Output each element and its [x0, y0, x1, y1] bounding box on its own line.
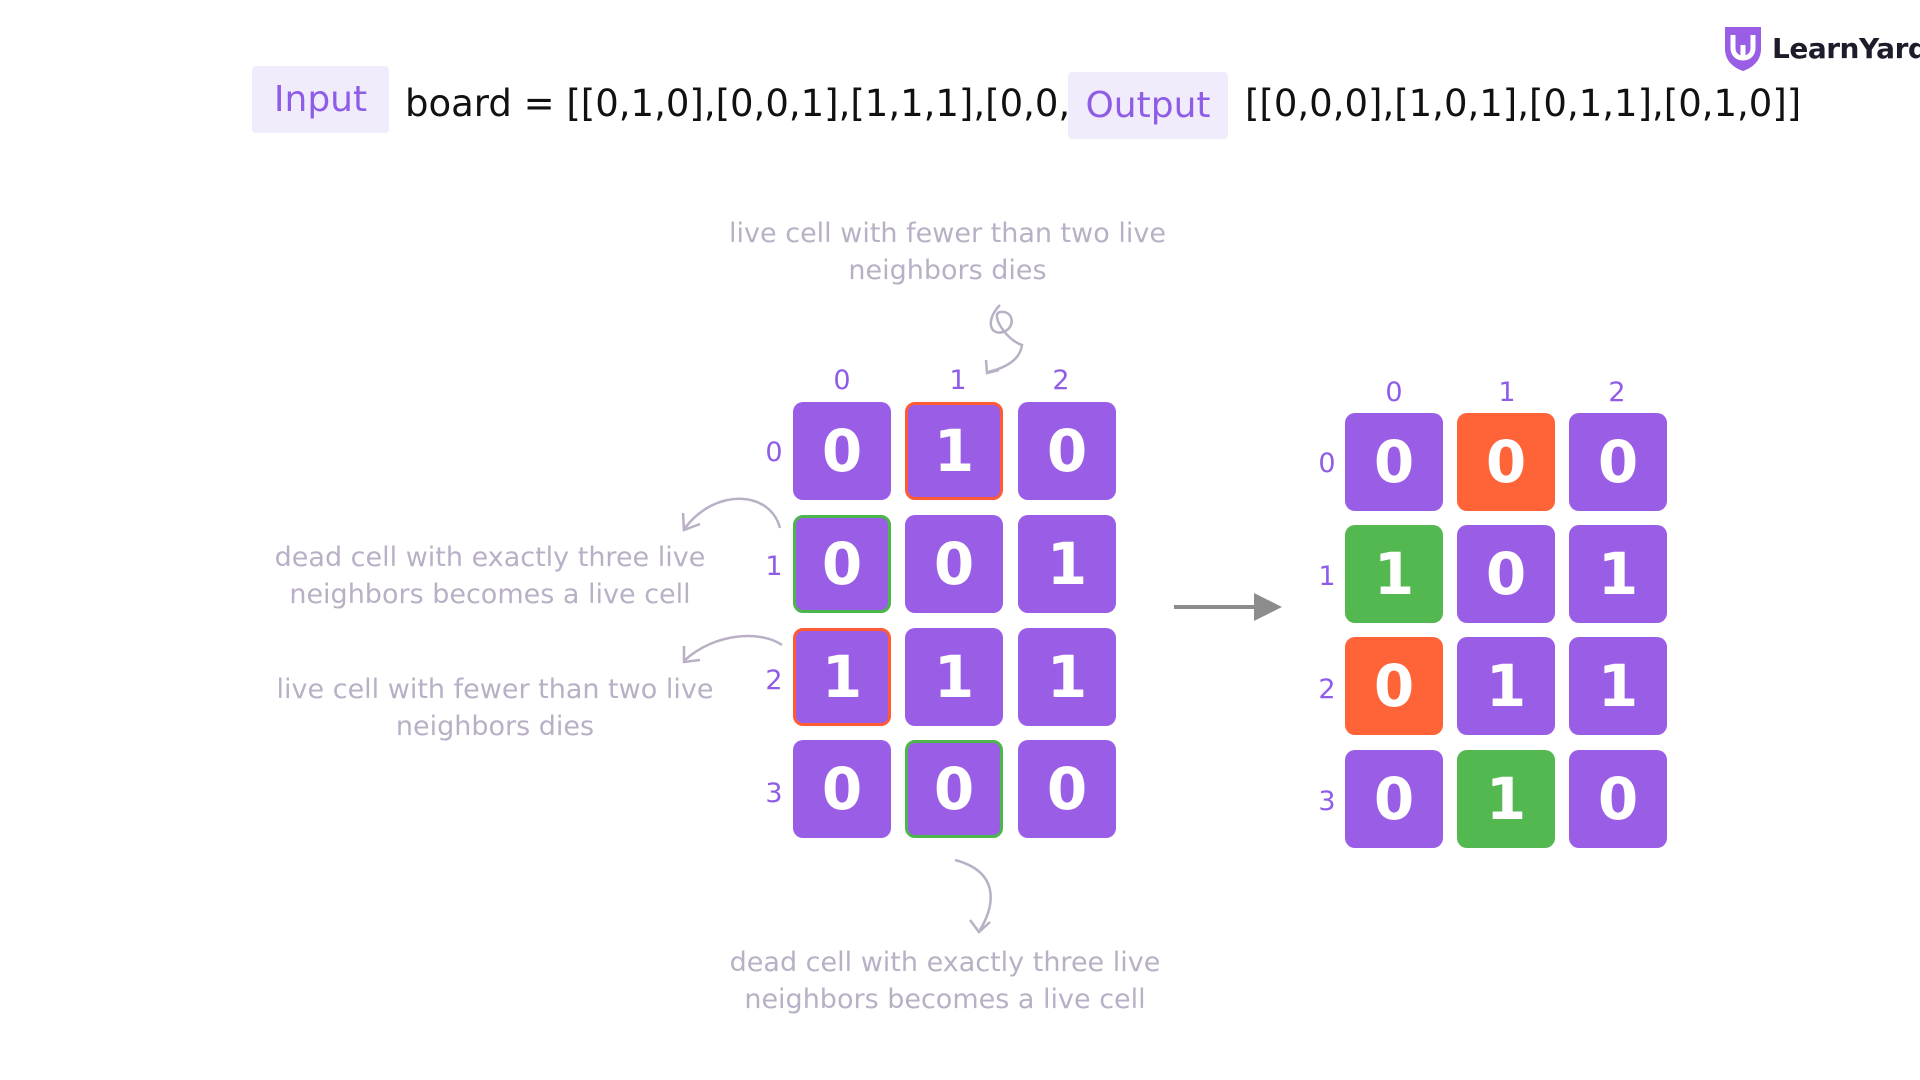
cell: 0 — [1457, 525, 1555, 623]
row-label: 1 — [765, 551, 783, 582]
note-bottom-line-2: neighbors becomes a live cell — [744, 984, 1146, 1015]
cell: 0 — [793, 402, 891, 500]
top-note-arrowhead — [984, 359, 1000, 375]
note-left-1-line-2: neighbors becomes a live cell — [289, 579, 691, 610]
left-note-1-arrow — [684, 497, 782, 529]
row-label: 0 — [765, 437, 783, 468]
col-label: 0 — [1385, 377, 1403, 408]
note-top: live cell with fewer than two live neigh… — [700, 215, 1195, 289]
note-bottom: dead cell with exactly three live neighb… — [700, 944, 1190, 1018]
cell: 0 — [905, 515, 1003, 613]
learnyard-logo: LearnYard — [1722, 20, 1920, 76]
cell-born: 1 — [1457, 750, 1555, 848]
bottom-note-arrowhead — [969, 919, 991, 934]
col-label: 1 — [1498, 377, 1516, 408]
row-label: 2 — [1318, 674, 1336, 705]
col-label: 1 — [949, 365, 967, 396]
cell-dies: 1 — [905, 402, 1003, 500]
cell: 0 — [793, 740, 891, 838]
left-note-2-arrow — [684, 634, 783, 661]
bottom-note-arrow — [954, 858, 992, 931]
cell-born: 0 — [905, 740, 1003, 838]
cell-born: 1 — [1345, 525, 1443, 623]
row-label: 1 — [1318, 561, 1336, 592]
cell: 0 — [1018, 402, 1116, 500]
cell: 1 — [1457, 637, 1555, 735]
cell-died: 0 — [1457, 413, 1555, 511]
cell: 0 — [1345, 750, 1443, 848]
note-bottom-line-1: dead cell with exactly three live — [729, 947, 1161, 978]
note-top-line-1: live cell with fewer than two live — [729, 218, 1166, 249]
left-note-1-arrowhead — [681, 512, 701, 532]
input-code: board = [[0,1,0],[0,0,1],[1,1,1],[0,0,0]… — [405, 82, 1123, 125]
col-label: 2 — [1608, 377, 1626, 408]
cell: 1 — [1569, 637, 1667, 735]
output-code: [[0,0,0],[1,0,1],[0,1,1],[0,1,0]] — [1245, 82, 1802, 125]
left-note-2-arrowhead — [682, 646, 701, 664]
cell-born: 0 — [793, 515, 891, 613]
row-label: 0 — [1318, 448, 1336, 479]
col-label: 0 — [833, 365, 851, 396]
cell: 1 — [905, 628, 1003, 726]
cell-died: 0 — [1345, 637, 1443, 735]
cell: 0 — [1569, 750, 1667, 848]
cell: 1 — [1018, 515, 1116, 613]
brand-name: LearnYard — [1772, 31, 1920, 65]
output-label: Output — [1068, 72, 1228, 139]
row-label: 2 — [765, 665, 783, 696]
cell: 1 — [1569, 525, 1667, 623]
cell: 0 — [1345, 413, 1443, 511]
note-top-line-2: neighbors dies — [848, 255, 1047, 286]
top-note-arrow — [987, 304, 1024, 374]
input-label: Input — [252, 66, 389, 133]
note-left-2-line-2: neighbors dies — [395, 711, 595, 742]
cell-dies: 1 — [793, 628, 891, 726]
row-label: 3 — [765, 778, 783, 809]
row-label: 3 — [1318, 786, 1336, 817]
learnyard-shield-icon — [1725, 27, 1761, 71]
cell: 0 — [1569, 413, 1667, 511]
cell: 0 — [1018, 740, 1116, 838]
cell: 1 — [1018, 628, 1116, 726]
note-left-1: dead cell with exactly three live neighb… — [250, 539, 730, 613]
note-left-2: live cell with fewer than two live neigh… — [255, 671, 735, 745]
note-left-1-line-1: dead cell with exactly three live — [274, 542, 706, 573]
col-label: 2 — [1052, 365, 1070, 396]
note-left-2-line-1: live cell with fewer than two live — [276, 674, 714, 705]
